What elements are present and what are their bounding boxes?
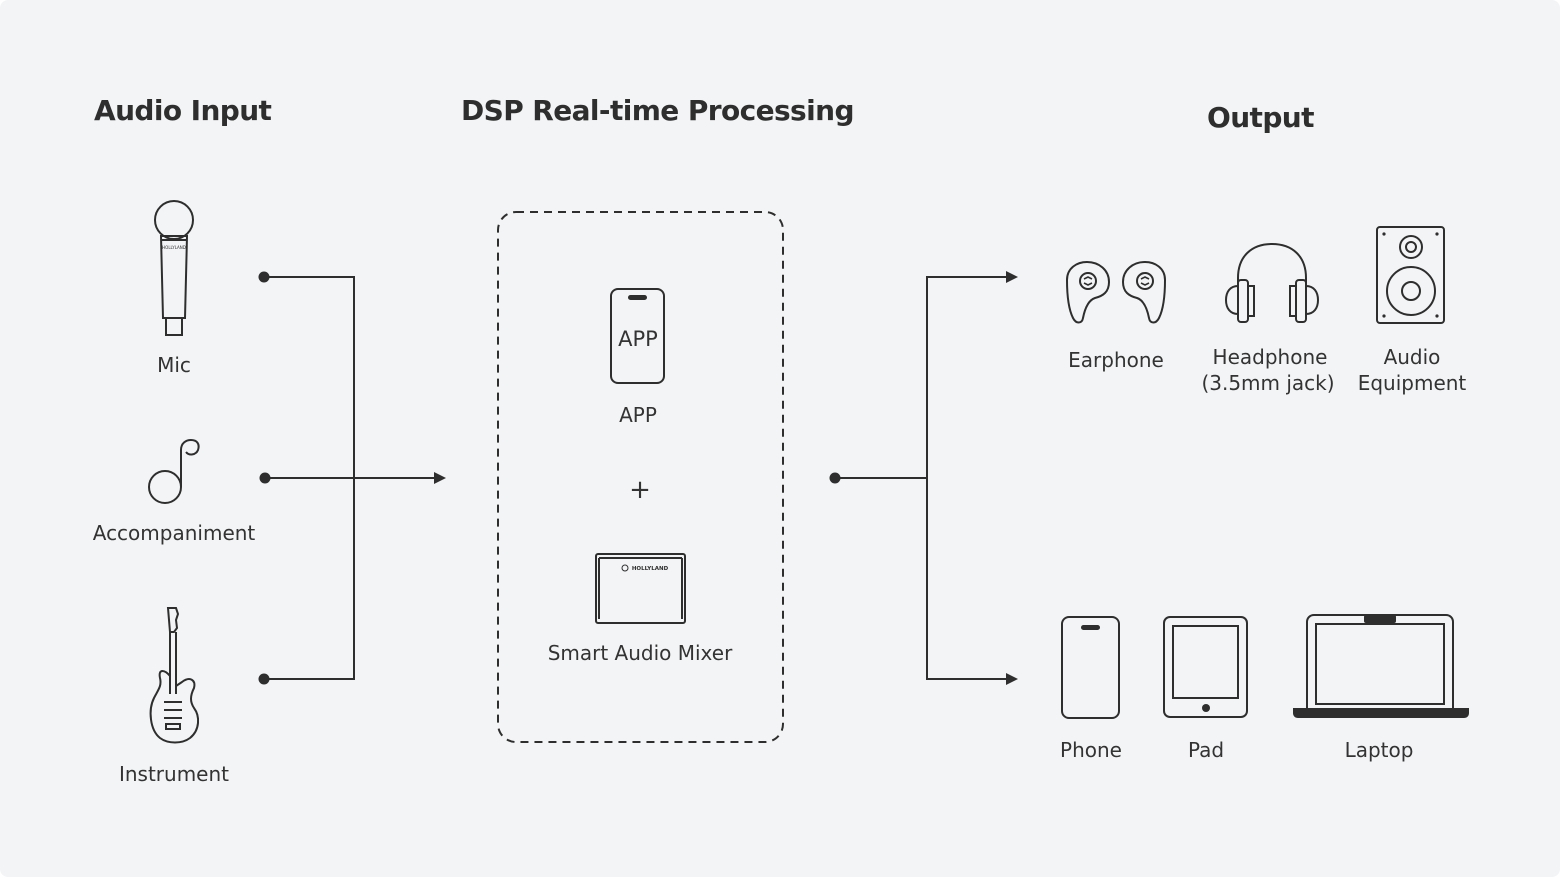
- smart-audio-mixer-label: Smart Audio Mixer: [547, 641, 733, 665]
- app-label: APP: [619, 403, 657, 427]
- plus-sign: +: [629, 475, 651, 505]
- mixer-brand-text: HOLLYLAND: [632, 566, 669, 572]
- headphone-label-line1: Headphone: [1212, 345, 1328, 369]
- earphone-label: Earphone: [1068, 348, 1164, 372]
- dsp-processing-title: DSP Real-time Processing: [461, 94, 855, 127]
- phone-app-icon: [610, 288, 666, 385]
- speaker-icon: [1376, 226, 1446, 324]
- processing-dashed-box: [497, 211, 784, 743]
- audio-equipment-label-line2: Equipment: [1357, 371, 1467, 395]
- mic-connector-dot: [258, 271, 270, 283]
- pad-label: Pad: [1187, 738, 1225, 762]
- earphone-arrowhead: [1006, 271, 1018, 283]
- microphone-icon: HOLLYLAND: [150, 200, 198, 338]
- tablet-icon: [1163, 616, 1249, 720]
- phone-icon: [1061, 616, 1121, 720]
- music-note-icon: [146, 438, 202, 506]
- mixer-device-icon: HOLLYLAND: [595, 553, 687, 625]
- device-arrowhead: [1006, 673, 1018, 685]
- mic-label: Mic: [157, 353, 191, 377]
- headphone-icon: [1224, 242, 1320, 326]
- accompaniment-label: Accompaniment: [92, 521, 256, 545]
- svg-text:HOLLYLAND: HOLLYLAND: [162, 245, 186, 250]
- audio-equipment-label-line1: Audio: [1383, 345, 1441, 369]
- guitar-icon: [148, 606, 202, 746]
- laptop-icon: [1292, 614, 1470, 722]
- processing-arrowhead: [434, 472, 446, 484]
- output-title: Output: [1207, 101, 1314, 134]
- accompaniment-connector-dot: [259, 472, 271, 484]
- earphone-icon: [1063, 260, 1169, 326]
- audio-input-title: Audio Input: [94, 94, 272, 127]
- output-bus-line: [926, 276, 1008, 680]
- headphone-label-line2: (3.5mm jack): [1201, 371, 1335, 395]
- output-connector-dot: [829, 472, 841, 484]
- phone-label: Phone: [1060, 738, 1122, 762]
- laptop-label: Laptop: [1344, 738, 1414, 762]
- instrument-connector-dot: [258, 673, 270, 685]
- app-screen-text: APP: [618, 327, 658, 351]
- instrument-label: Instrument: [118, 762, 230, 786]
